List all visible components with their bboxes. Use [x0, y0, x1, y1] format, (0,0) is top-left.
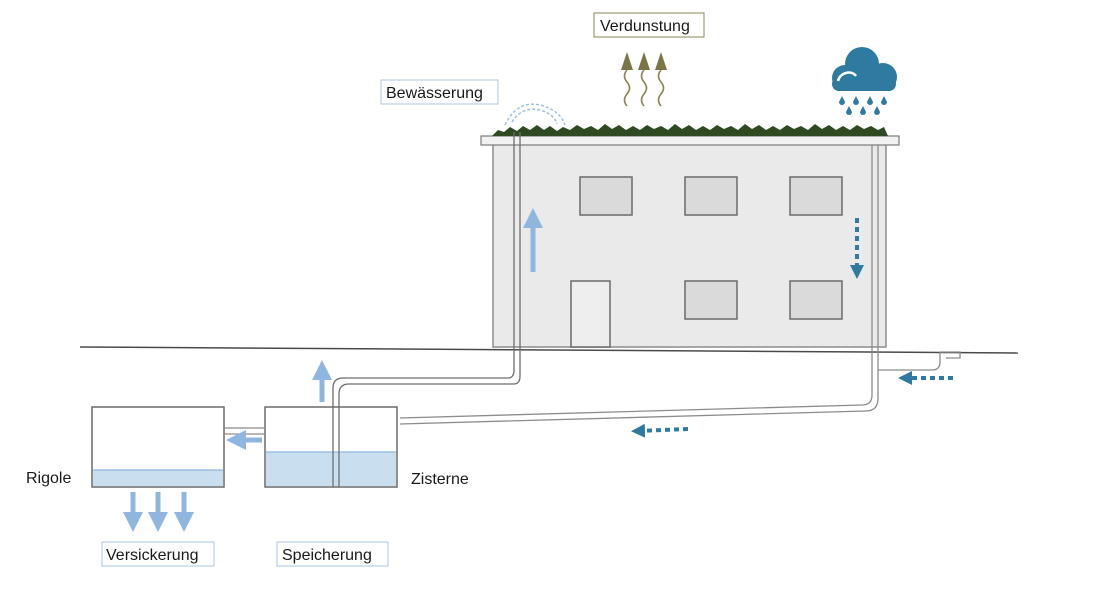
speicherung-box [276, 541, 389, 567]
green-roof [492, 124, 888, 136]
building [480, 124, 900, 348]
pipe-flow-arrow [631, 423, 689, 438]
rigole-tank [91, 406, 225, 488]
zisterne-tank [264, 406, 398, 488]
bewaesserung-label: Bewässerung [386, 85, 483, 102]
zisterne-label: Zisterne [411, 471, 469, 488]
window-1 [579, 176, 633, 216]
verdunstung-label: Verdunstung [600, 18, 690, 35]
speicherung-label: Speicherung [282, 547, 372, 564]
bewaesserung-box [380, 79, 499, 105]
rigole-water [93, 470, 223, 486]
zisterne-water [266, 452, 396, 486]
irrigation-pipe [332, 132, 521, 487]
downpipe [399, 145, 879, 425]
overflow-pipe [224, 427, 265, 435]
door [570, 280, 611, 348]
roof-slab [480, 135, 900, 146]
window-2 [684, 176, 738, 216]
water-flow-arrows [123, 208, 543, 532]
window-4 [684, 280, 738, 320]
rain-cloud-icon [832, 47, 897, 115]
ground-line [79, 346, 1019, 354]
evaporation-arrows-icon [621, 52, 667, 107]
rigole-label: Rigole [26, 470, 71, 487]
runoff-arrows [631, 218, 953, 438]
verdunstung-box [593, 12, 705, 38]
versickerung-label: Versickerung [106, 547, 199, 564]
versickerung-box [101, 541, 215, 567]
surface-drain [878, 351, 961, 371]
window-3 [789, 176, 843, 216]
sprinkler-spray-icon [504, 103, 566, 126]
window-5 [789, 280, 843, 320]
